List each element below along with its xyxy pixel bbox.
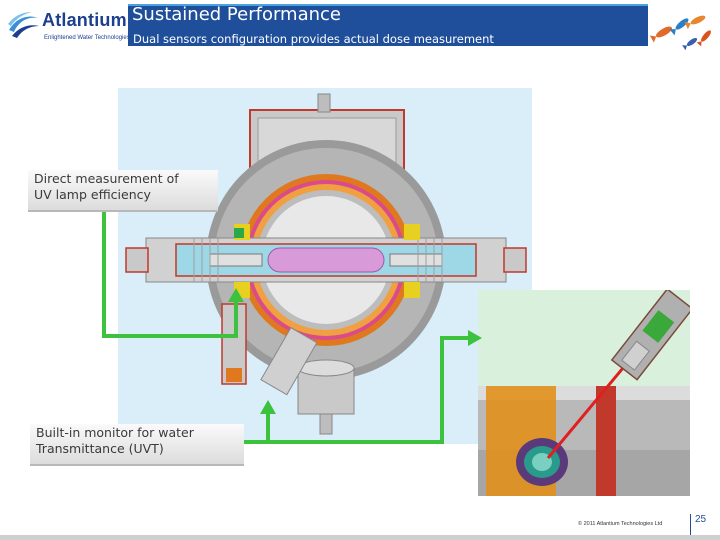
copyright-notice: © 2011 Atlantium Technologies Ltd (578, 521, 663, 527)
footer-rule (0, 535, 720, 540)
fish-decoration-icon (649, 15, 711, 50)
brand-name: Atlantium (42, 10, 127, 30)
brand-tagline: Enlightened Water Technologies (44, 35, 130, 41)
title-bar (128, 4, 648, 46)
uvt-sensor-closeup (478, 290, 690, 496)
slide-title: Sustained Performance (132, 4, 341, 25)
swirl-logo-icon (8, 12, 39, 38)
uv-reactor-cross-section (118, 88, 532, 444)
page-number: 25 (690, 514, 706, 536)
atlantium-logo: Atlantium Enlightened Water Technologies (6, 6, 130, 50)
slide-subtitle: Dual sensors configuration provides actu… (133, 32, 494, 46)
